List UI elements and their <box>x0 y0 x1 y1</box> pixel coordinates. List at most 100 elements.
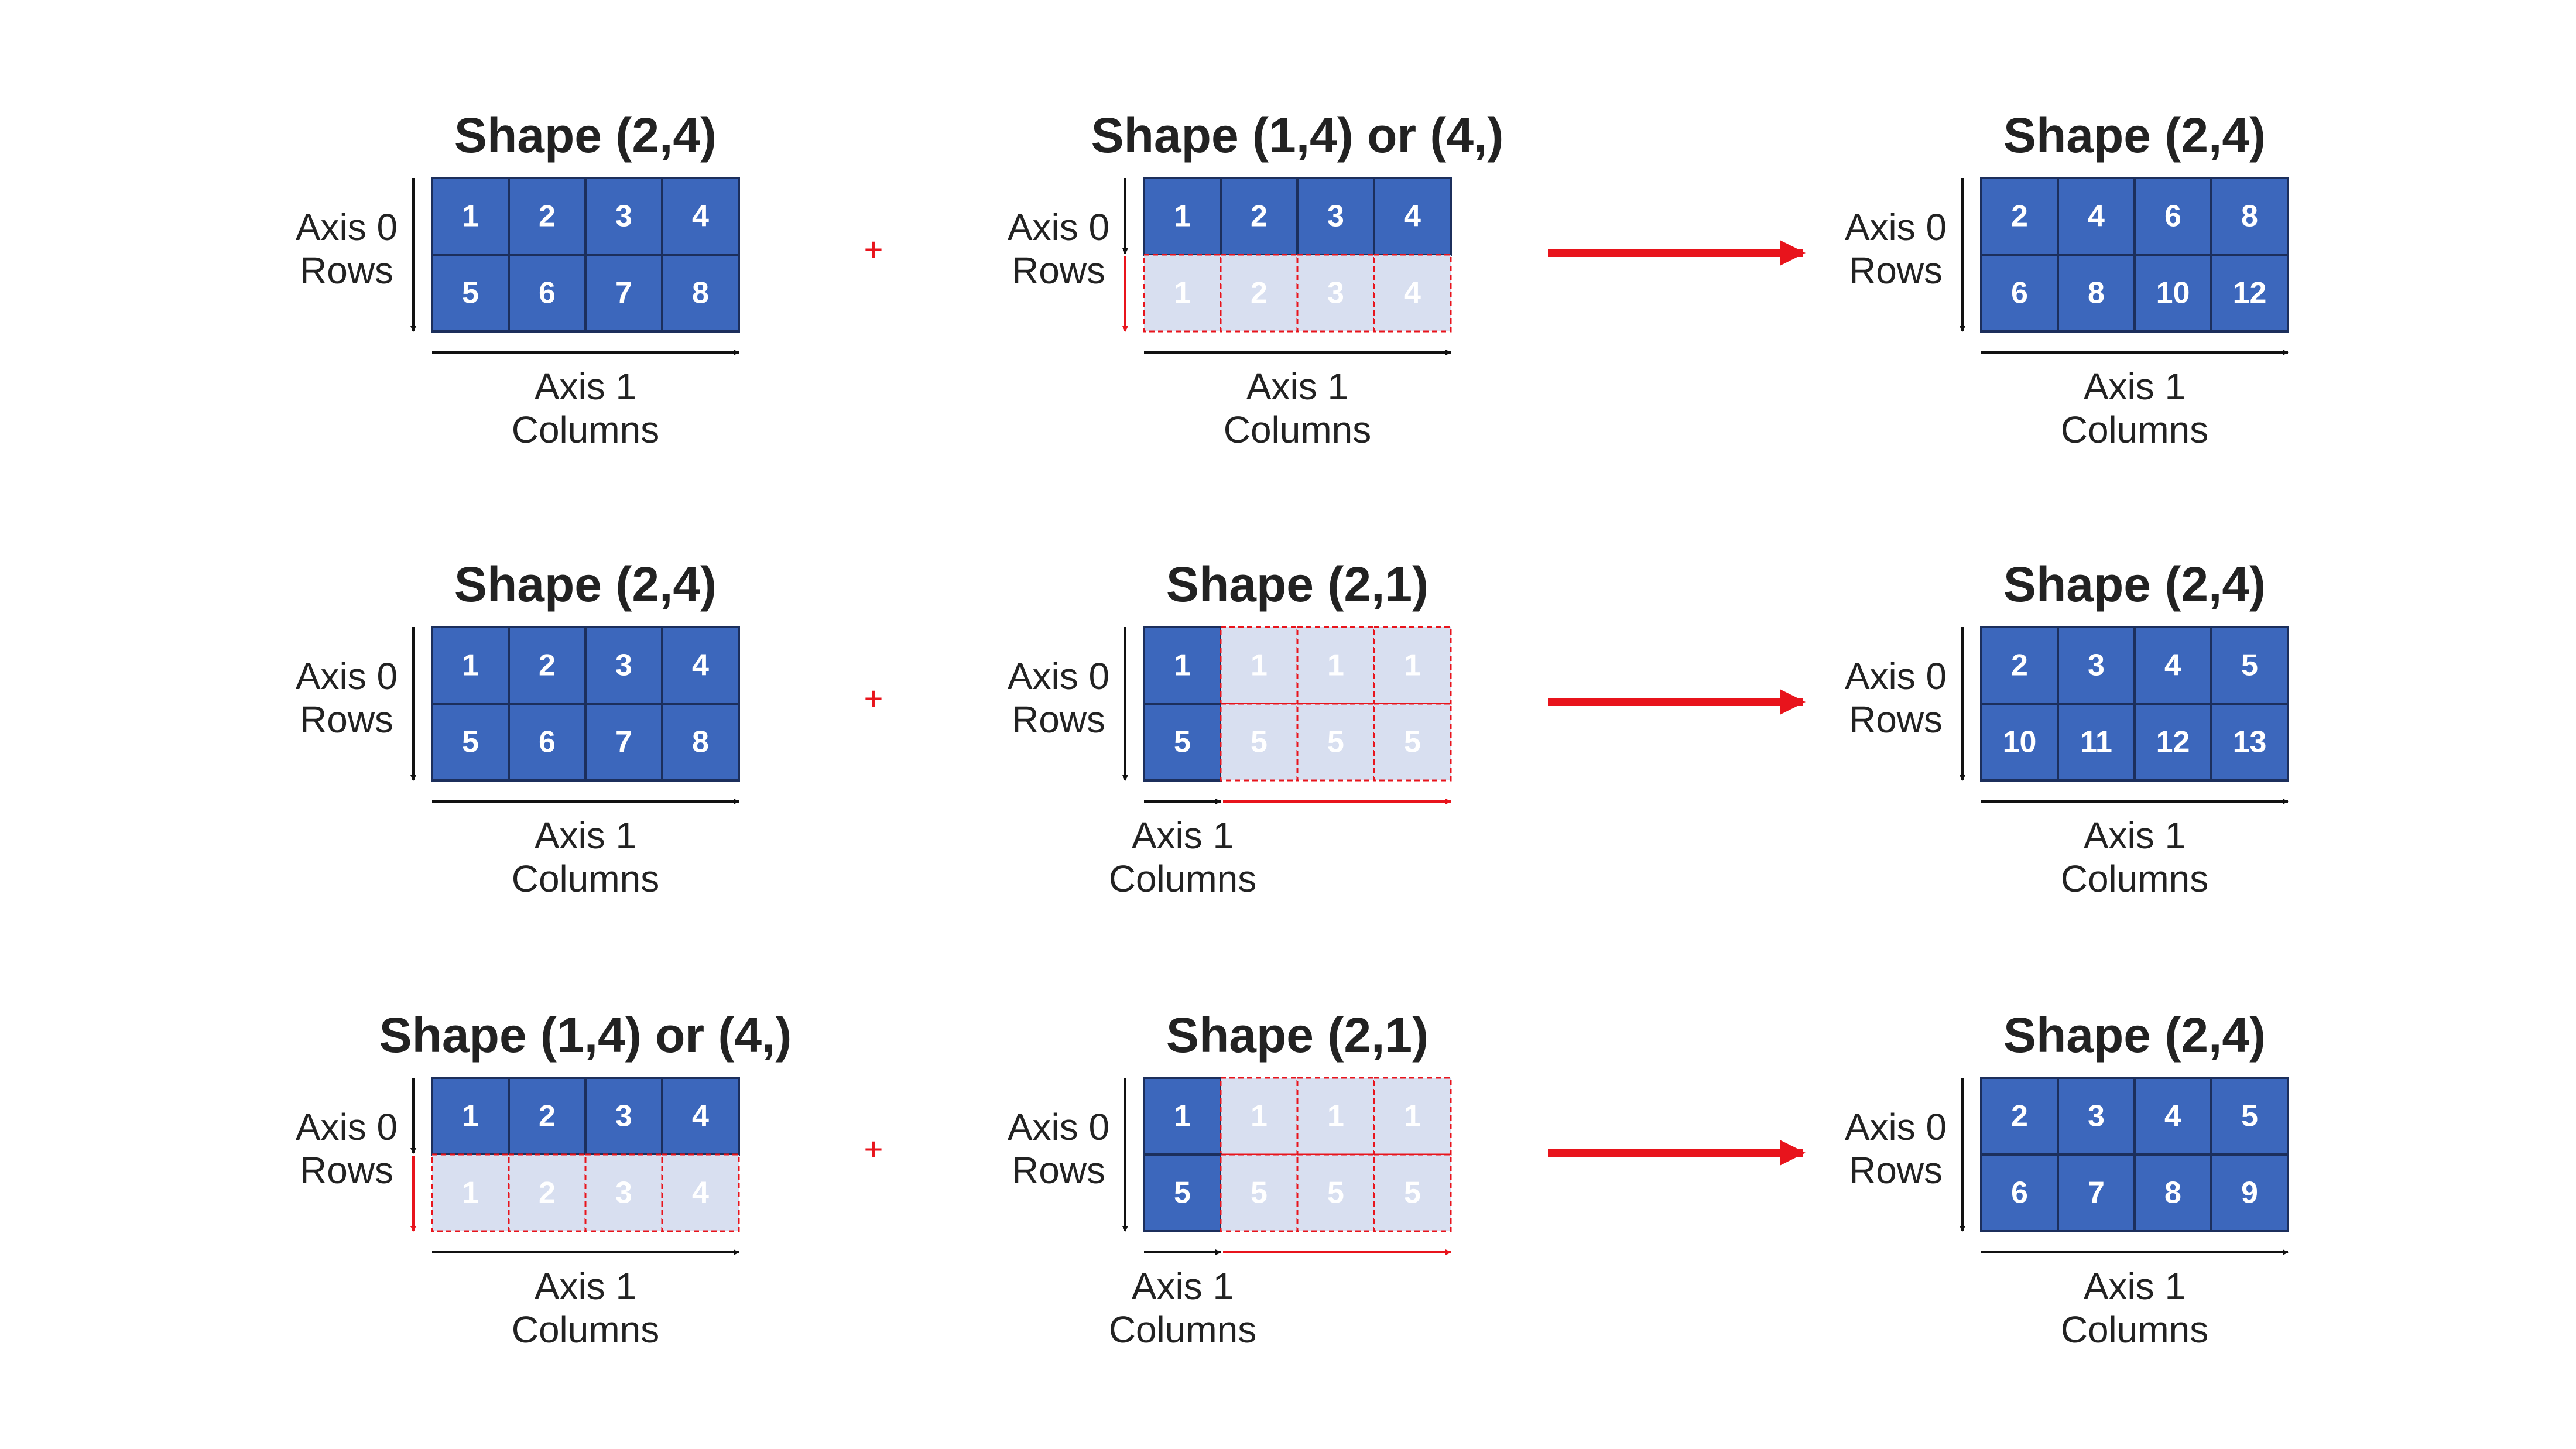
cell-value: 2 <box>2011 649 2028 683</box>
cell-value: 4 <box>692 1176 709 1210</box>
cell-value: 10 <box>2003 725 2037 759</box>
array-cell <box>1143 1077 1222 1156</box>
array-cell <box>584 703 663 782</box>
cell-value: 7 <box>615 276 632 310</box>
cell-value: 6 <box>2011 1176 2028 1210</box>
cell-value: 4 <box>2164 649 2181 683</box>
cell-value: 3 <box>615 1176 632 1210</box>
cell-value: 3 <box>1327 200 1344 234</box>
cell-value: 5 <box>1404 725 1421 759</box>
array-cell <box>431 1077 510 1156</box>
rows-label: Rows <box>1849 1149 1943 1191</box>
shape-title: Shape (2,4) <box>454 557 717 612</box>
cell-value: 3 <box>615 200 632 234</box>
broadcast-cell <box>1220 254 1299 333</box>
cell-value: 5 <box>1404 1176 1421 1210</box>
broadcast-cell <box>431 1153 510 1232</box>
cell-value: 5 <box>462 725 479 759</box>
broadcast-cell <box>584 1153 663 1232</box>
cell-value: 1 <box>1404 649 1421 683</box>
shape-title: Shape (2,4) <box>2003 1008 2266 1063</box>
array-cell <box>661 254 740 333</box>
cell-value: 1 <box>1174 200 1191 234</box>
cell-value: 1 <box>1174 276 1191 310</box>
cell-value: 10 <box>2156 276 2190 310</box>
cell-value: 5 <box>2241 1099 2258 1133</box>
array-cell <box>431 177 510 256</box>
cell-value: 1 <box>462 200 479 234</box>
array-cell <box>2133 177 2212 256</box>
shape-title: Shape (2,4) <box>2003 108 2266 163</box>
array-cell <box>1373 177 1452 256</box>
columns-label: Columns <box>2061 409 2209 451</box>
cell-value: 1 <box>462 1099 479 1133</box>
cell-value: 12 <box>2233 276 2267 310</box>
cell-value: 2 <box>1251 200 1268 234</box>
array-cell <box>1980 703 2059 782</box>
cell-value: 4 <box>1404 200 1421 234</box>
cell-value: 1 <box>1174 649 1191 683</box>
rows-label: Rows <box>300 1149 393 1191</box>
array-cell <box>1143 703 1222 782</box>
cell-value: 3 <box>615 1099 632 1133</box>
axis0-label: Axis 0 <box>1008 206 1109 248</box>
cell-value: 2 <box>1251 276 1268 310</box>
broadcast-cell <box>1220 626 1299 705</box>
cell-value: 4 <box>2088 200 2105 234</box>
axis1-label: Axis 1 <box>2084 365 2186 407</box>
plus-sign: + <box>864 680 883 717</box>
array-cell <box>2210 626 2289 705</box>
array-cell <box>508 254 587 333</box>
array-cell <box>584 1077 663 1156</box>
cell-value: 2 <box>2011 1099 2028 1133</box>
rows-label: Rows <box>1849 249 1943 292</box>
cell-value: 3 <box>2088 1099 2105 1133</box>
cell-value: 5 <box>1327 725 1344 759</box>
cell-value: 3 <box>2088 649 2105 683</box>
broadcast-cell <box>1373 626 1452 705</box>
array-cell <box>1980 254 2059 333</box>
cell-value: 8 <box>692 276 709 310</box>
cell-value: 1 <box>462 649 479 683</box>
array-cell <box>2057 703 2136 782</box>
axis1-label: Axis 1 <box>535 1265 636 1307</box>
array-cell <box>2133 254 2212 333</box>
shape-title: Shape (2,1) <box>1166 557 1429 612</box>
broadcast-cell <box>1220 703 1299 782</box>
columns-label: Columns <box>512 409 660 451</box>
broadcast-cell <box>1220 1153 1299 1232</box>
broadcast-cell <box>1296 1077 1375 1156</box>
array-cell <box>661 1077 740 1156</box>
array-cell <box>508 177 587 256</box>
axis1-label: Axis 1 <box>1132 814 1234 857</box>
cell-value: 1 <box>1174 1099 1191 1133</box>
broadcast-cell <box>1296 626 1375 705</box>
broadcast-cell <box>508 1153 587 1232</box>
broadcast-cell <box>1373 1077 1452 1156</box>
cell-value: 3 <box>1327 276 1344 310</box>
shape-title: Shape (2,4) <box>2003 557 2266 612</box>
array-cell <box>1980 1153 2059 1232</box>
array-cell <box>1296 177 1375 256</box>
axis0-label: Axis 0 <box>1845 655 1947 697</box>
cell-value: 5 <box>462 276 479 310</box>
array-cell <box>661 703 740 782</box>
axis1-label: Axis 1 <box>2084 814 2186 857</box>
shape-title: Shape (1,4) or (4,) <box>1091 108 1504 163</box>
cell-value: 4 <box>2164 1099 2181 1133</box>
cell-value: 2 <box>2011 200 2028 234</box>
cell-value: 1 <box>1327 649 1344 683</box>
rows-label: Rows <box>1012 249 1105 292</box>
cell-value: 13 <box>2233 725 2267 759</box>
broadcast-cell <box>1220 1077 1299 1156</box>
array-cell <box>508 703 587 782</box>
cell-value: 4 <box>692 200 709 234</box>
shape-title: Shape (2,4) <box>454 108 717 163</box>
cell-value: 5 <box>1327 1176 1344 1210</box>
